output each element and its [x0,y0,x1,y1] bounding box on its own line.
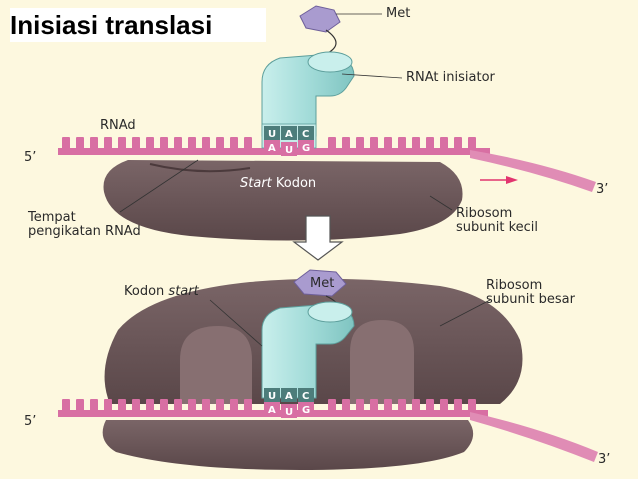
mrna-base [76,399,84,411]
large-subunit-label-2: subunit besar [486,292,575,307]
anticodon-a: A [285,129,293,140]
mrna-base [188,137,196,149]
codon-pairs-top: U A C A U G [264,126,314,156]
anticodon-c-bottom: C [302,391,309,402]
mrna-base [398,399,406,411]
mrna-base [356,137,364,149]
mrna-base [118,399,126,411]
small-subunit-top [103,160,463,241]
mrna-base [216,399,224,411]
mrna-base [328,137,336,149]
binding-site-label-2: pengikatan RNAd [28,224,141,239]
mrna-base [188,399,196,411]
mrna-base [104,399,112,411]
binding-groove [149,163,251,173]
mrna-base [132,399,140,411]
mrna-base [440,137,448,149]
mrna-base [160,137,168,149]
mrna-base [342,399,350,411]
kodon-start-label: Kodon start [124,284,199,299]
mrna-base [90,137,98,149]
met-label-bottom: Met [310,276,335,291]
mrna-base [146,399,154,411]
mrna-base [62,399,70,411]
codon-a-bottom: A [268,405,276,416]
mrna-base [244,137,252,149]
mrna-base [468,137,476,149]
mrna-base [356,399,364,411]
large-subunit-label-1: Ribosom [486,278,543,293]
anticodon-c: C [302,129,309,140]
mrna-base [76,137,84,149]
transition-arrow [292,215,344,261]
mrna-base [132,137,140,149]
mrna-base [384,399,392,411]
mrna-base [118,137,126,149]
small-subunit-label-2: subunit kecil [456,220,539,235]
anticodon-u: U [268,129,276,140]
trna-label: RNAt inisiator [406,70,495,85]
binding-site-pointer [119,159,199,213]
mrna-base [174,399,182,411]
mrna-base [202,137,210,149]
mrna-base [90,399,98,411]
mrna-base [384,137,392,149]
mrna-base [398,137,406,149]
mrna-label: RNAd [100,118,136,133]
mrna-base [454,137,462,149]
three-prime-bottom: 3’ [598,452,611,467]
five-prime-top: 5’ [24,150,37,165]
mrna-base [328,399,336,411]
page-title: Inisiasi translasi [10,8,266,42]
binding-site-label-1: Tempat [28,210,76,225]
mrna-base [174,137,182,149]
tunnel-left [180,326,252,404]
codon-u: U [285,145,293,156]
mrna-base [160,399,168,411]
tunnel-right [350,320,414,404]
met-label-top: Met [386,6,411,21]
mrna-base [202,399,210,411]
large-subunit-pointer [439,299,491,327]
start-codon-label: Start Kodon [240,176,317,191]
kodon-start-pointer [209,299,263,347]
mrna-base [426,137,434,149]
mrna-base [216,137,224,149]
five-prime-bottom: 5’ [24,414,37,429]
mrna-base [146,137,154,149]
mrna-base [426,399,434,411]
met-hexagon-top [299,5,341,33]
mrna-base [244,399,252,411]
anticodon-u-bottom: U [268,391,276,402]
mrna-base [440,399,448,411]
met-hexagon-bottom [293,269,347,297]
codon-a: A [268,143,276,154]
mrna-base [230,137,238,149]
mrna-base [412,137,420,149]
three-prime-top: 3’ [596,182,609,197]
mrna-base [454,399,462,411]
codon-u-bottom: U [285,407,293,418]
small-subunit-label-1: Ribosom [456,206,513,221]
mrna-base [412,399,420,411]
mrna-base [62,137,70,149]
anticodon-a-bottom: A [285,391,293,402]
mrna-base [342,137,350,149]
trna-bottom [261,301,355,399]
mrna-base [370,137,378,149]
codon-g-bottom: G [302,405,310,416]
codon-g: G [302,143,310,154]
mrna-base [104,137,112,149]
codon-pairs-bottom: U A C A U G [264,388,314,418]
small-subunit-bottom [102,420,474,470]
mrna-base [370,399,378,411]
mrna-base [468,399,476,411]
direction-arrow [480,176,518,184]
mrna-base [230,399,238,411]
